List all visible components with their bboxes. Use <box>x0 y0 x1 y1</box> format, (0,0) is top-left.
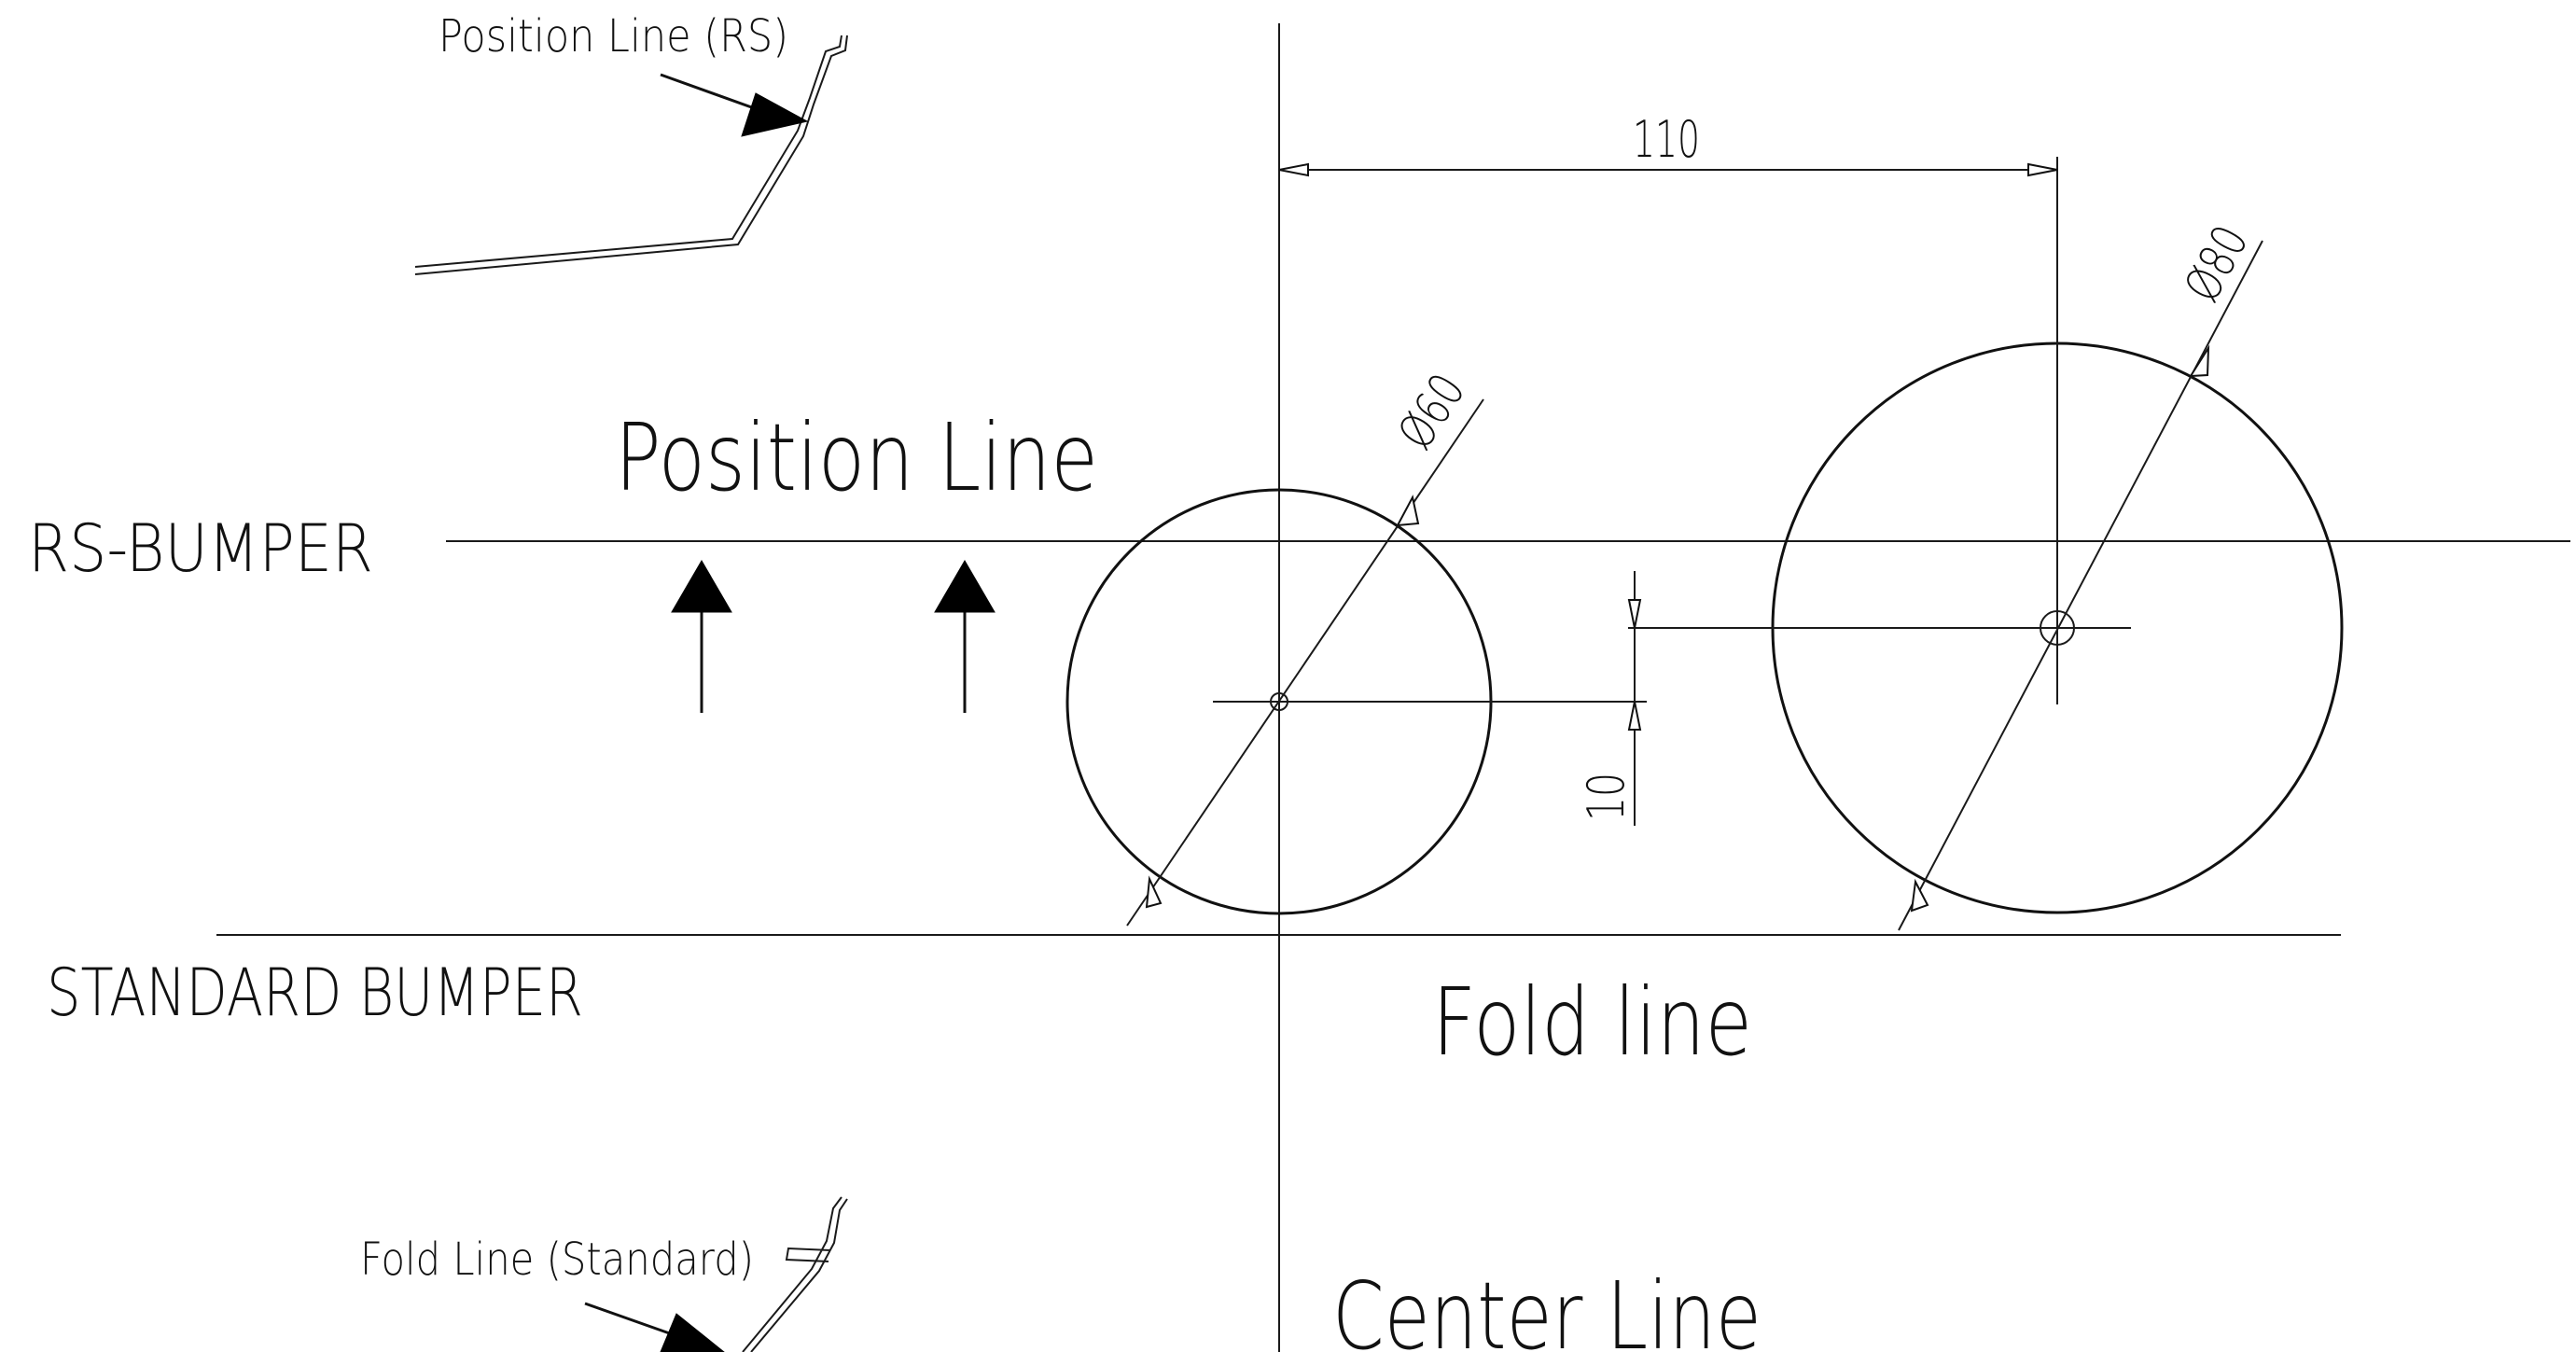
fold-line-standard-label: Fold Line (Standard) <box>360 1234 754 1286</box>
dim-10-arrow-bottom <box>1627 701 1642 731</box>
position-line-rs-label: Position Line (RS) <box>439 10 788 63</box>
fold-line-label: Fold line <box>1432 968 1752 1077</box>
dim-10-arrow-top <box>1627 599 1642 629</box>
position-line-rs-pointer-head <box>741 92 809 137</box>
rs-bumper-label: RS-BUMPER <box>28 510 373 587</box>
dim-10-text: 10 <box>1577 773 1636 821</box>
dim-110-text: 110 <box>1633 110 1700 169</box>
large-diameter-arrow-top <box>2189 344 2210 378</box>
small-diameter-text: Ø60 <box>1388 365 1477 459</box>
large-diameter-arrow-bottom <box>1910 878 1929 913</box>
small-diameter-arrow-top <box>1396 495 1420 527</box>
center-line-label: Center Line <box>1332 1261 1761 1352</box>
large-diameter-leader <box>1898 240 2263 931</box>
up-arrow-left-head <box>671 560 732 613</box>
position-line-label: Position Line <box>615 403 1098 512</box>
dim-110-arrow-left <box>1278 162 1309 177</box>
small-diameter-leader <box>1126 398 1484 927</box>
position-line-rs-profile <box>414 35 848 275</box>
fold-line-standard-profile <box>742 1196 848 1352</box>
dim-110-arrow-right <box>2027 162 2058 177</box>
fold-line-standard-pointer <box>584 1302 678 1338</box>
large-diameter-text: Ø80 <box>2175 217 2260 312</box>
fold-line-standard-pointer-head <box>660 1313 725 1352</box>
up-arrow-right-head <box>934 560 996 613</box>
standard-bumper-label: STANDARD BUMPER <box>47 955 583 1031</box>
small-diameter-arrow-bottom <box>1145 875 1163 909</box>
